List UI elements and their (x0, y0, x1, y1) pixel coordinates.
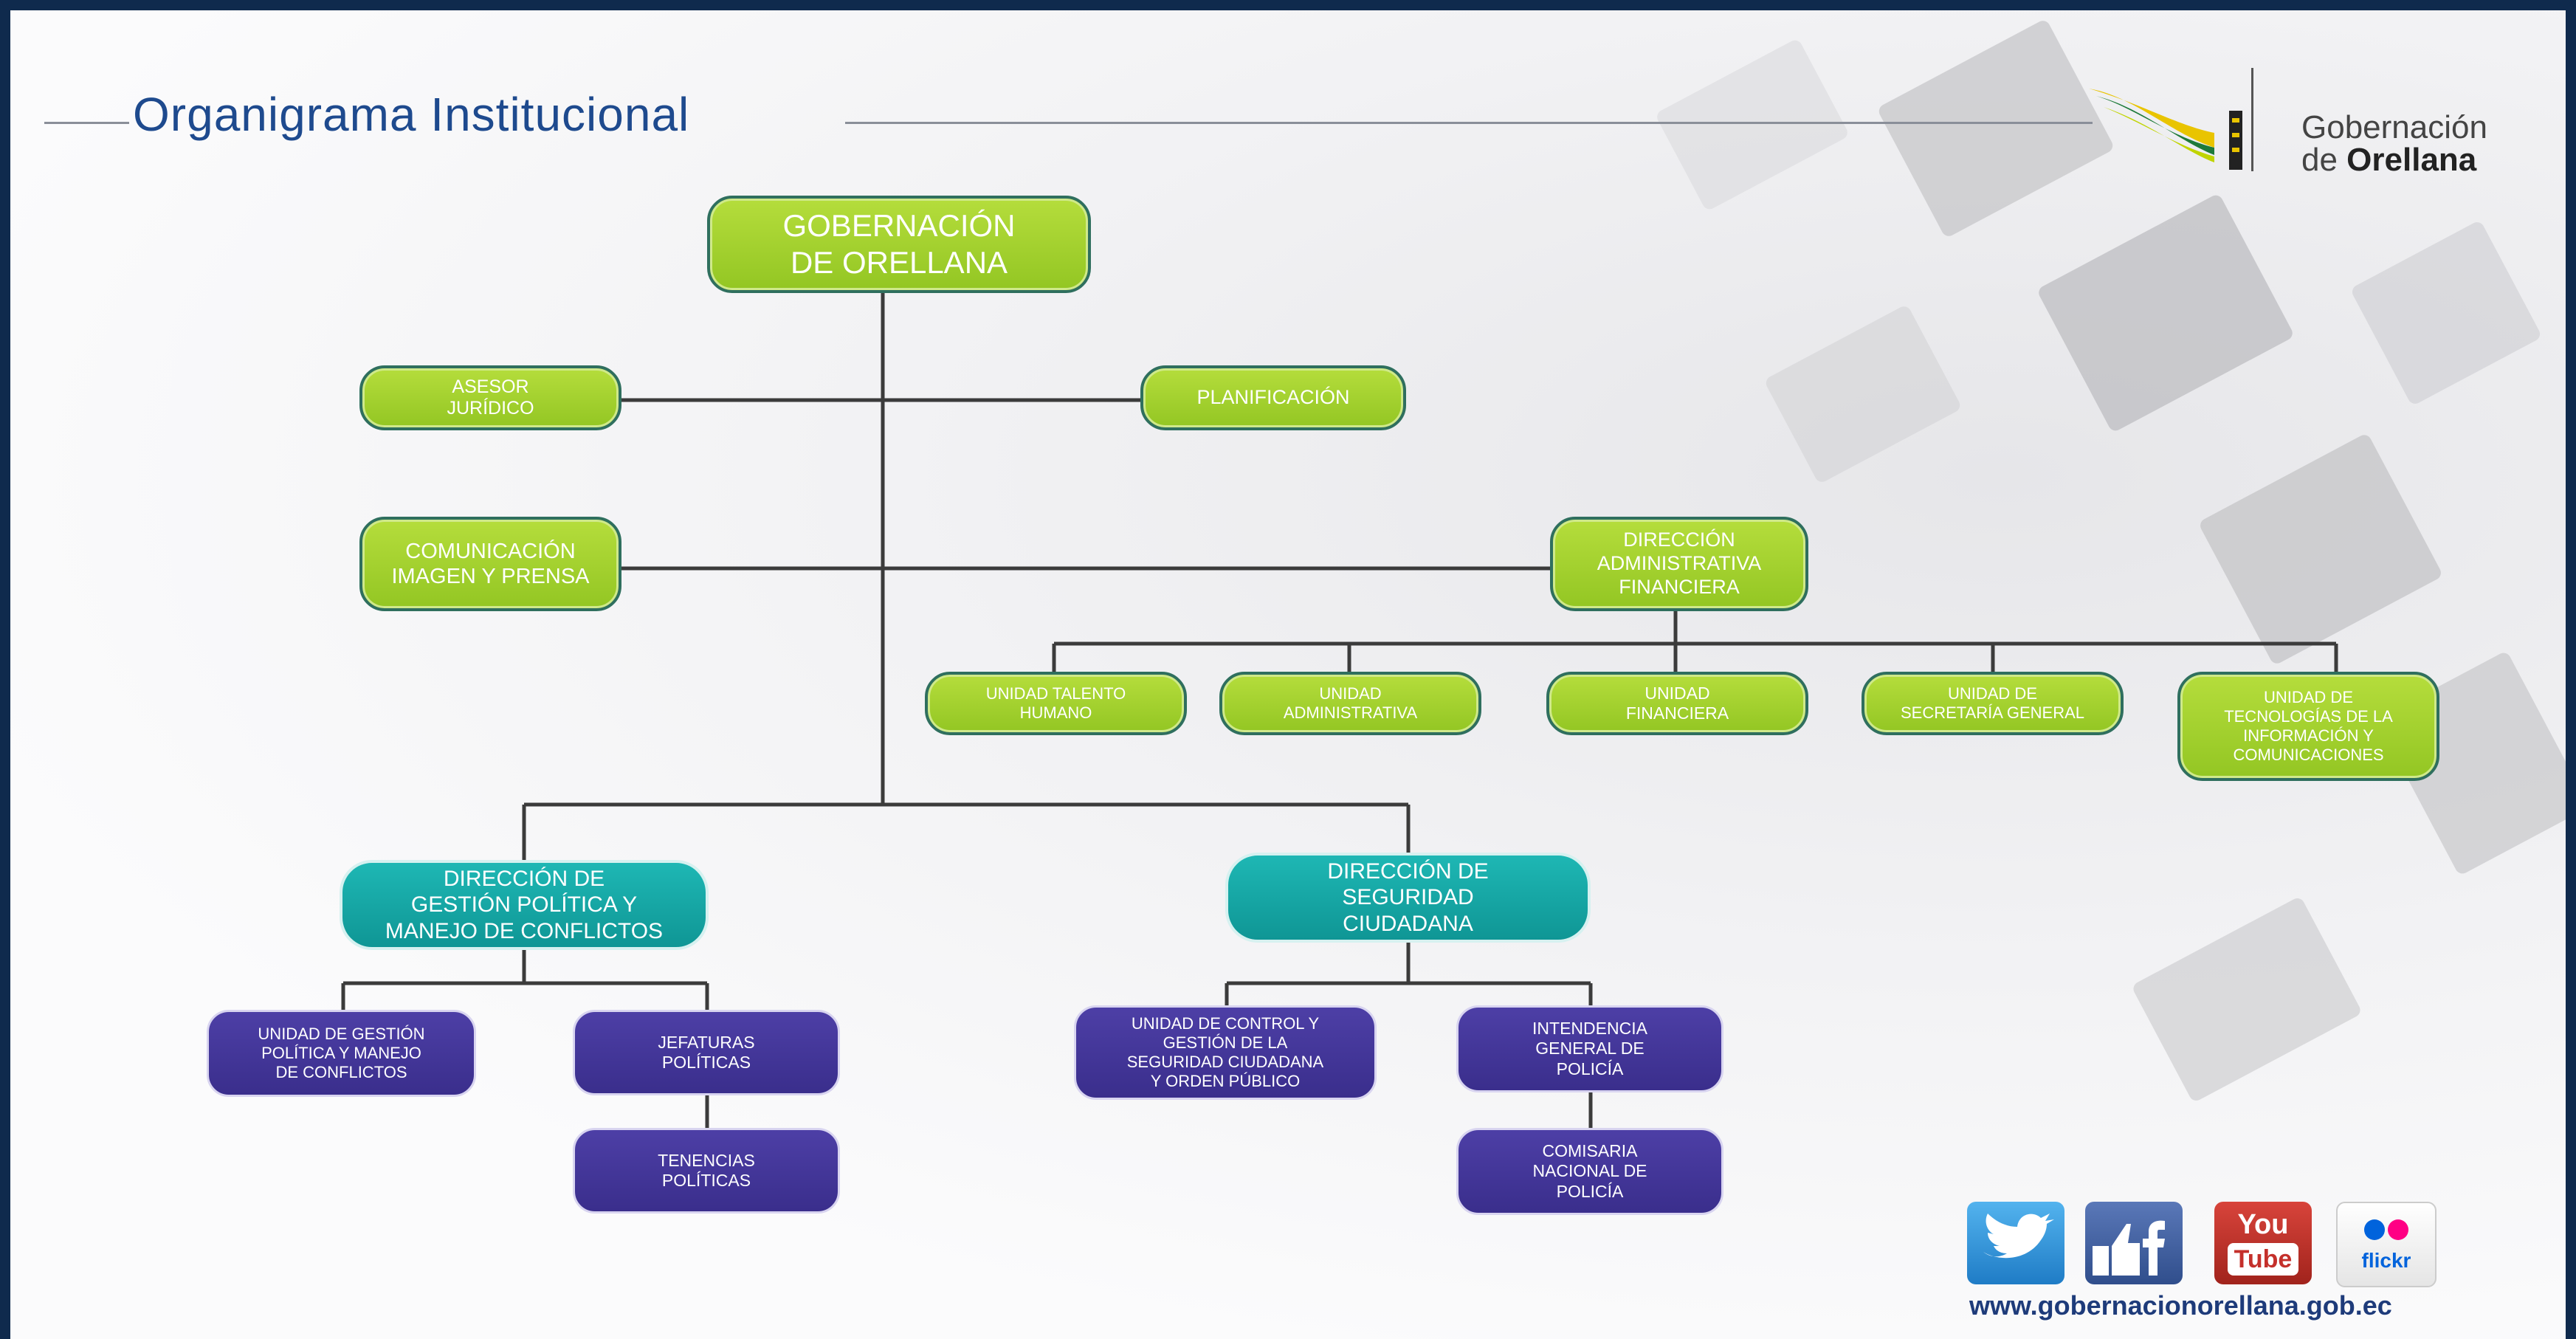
logo-swoosh-icon (2089, 68, 2253, 171)
node-unidad-administrativa[interactable]: UNIDAD ADMINISTRATIVA (1219, 672, 1481, 735)
youtube-icon[interactable]: You Tube (2214, 1202, 2312, 1284)
flickr-text: flickr (2361, 1249, 2411, 1272)
node-unidad-tecnologias[interactable]: UNIDAD DE TECNOLOGÍAS DE LA INFORMACIÓN … (2177, 672, 2439, 781)
node-intendencia-general[interactable]: INTENDENCIA GENERAL DE POLICÍA (1456, 1005, 1723, 1092)
logo-text-prefix: de (2301, 142, 2347, 178)
node-comunicacion[interactable]: COMUNICACIÓN IMAGEN Y PRENSA (359, 517, 621, 611)
title-rule-right (845, 122, 2093, 124)
node-planificacion[interactable]: PLANIFICACIÓN (1140, 365, 1406, 430)
node-direccion-administrativa[interactable]: DIRECCIÓN ADMINISTRATIVA FINANCIERA (1550, 517, 1808, 611)
twitter-icon[interactable] (1967, 1202, 2064, 1284)
twitter-bird-icon (1983, 1214, 2054, 1259)
title-rule-left (44, 122, 129, 124)
page-title: Organigrama Institucional (133, 88, 690, 141)
node-tenencias-politicas[interactable]: TENENCIAS POLÍTICAS (573, 1128, 840, 1214)
facebook-icon[interactable] (2085, 1202, 2183, 1284)
website-url[interactable]: www.gobernacionorellana.gob.ec (1969, 1290, 2392, 1321)
node-unidad-talento-humano[interactable]: UNIDAD TALENTO HUMANO (925, 672, 1187, 735)
flickr-dots-icon (2364, 1219, 2408, 1240)
node-direccion-seguridad-ciudadana[interactable]: DIRECCIÓN DE SEGURIDAD CIUDADANA (1225, 853, 1591, 943)
logo-text-line1: Gobernación (2301, 109, 2487, 145)
flickr-icon[interactable]: flickr (2336, 1202, 2436, 1287)
node-unidad-financiera[interactable]: UNIDAD FINANCIERA (1546, 672, 1808, 735)
node-gobernacion[interactable]: GOBERNACIÓN DE ORELLANA (707, 196, 1091, 293)
node-unidad-secretaria-general[interactable]: UNIDAD DE SECRETARÍA GENERAL (1862, 672, 2124, 735)
logo-text-line2: de Orellana (2301, 142, 2476, 179)
logo-text-bold: Orellana (2346, 142, 2477, 178)
facebook-like-icon (2093, 1220, 2165, 1276)
node-jefaturas-politicas[interactable]: JEFATURAS POLÍTICAS (573, 1010, 840, 1095)
node-unidad-gestion-politica[interactable]: UNIDAD DE GESTIÓN POLÍTICA Y MANEJO DE C… (207, 1010, 476, 1097)
node-comisaria-nacional[interactable]: COMISARIA NACIONAL DE POLICÍA (1456, 1128, 1723, 1215)
node-direccion-gestion-politica[interactable]: DIRECCIÓN DE GESTIÓN POLÍTICA Y MANEJO D… (340, 860, 709, 950)
youtube-text-you: You (2237, 1209, 2289, 1240)
node-asesor-juridico[interactable]: ASESOR JURÍDICO (359, 365, 621, 430)
gobernacion-logo (2089, 66, 2517, 177)
node-unidad-control-seguridad[interactable]: UNIDAD DE CONTROL Y GESTIÓN DE LA SEGURI… (1074, 1005, 1377, 1100)
youtube-text-tube: Tube (2228, 1243, 2298, 1276)
